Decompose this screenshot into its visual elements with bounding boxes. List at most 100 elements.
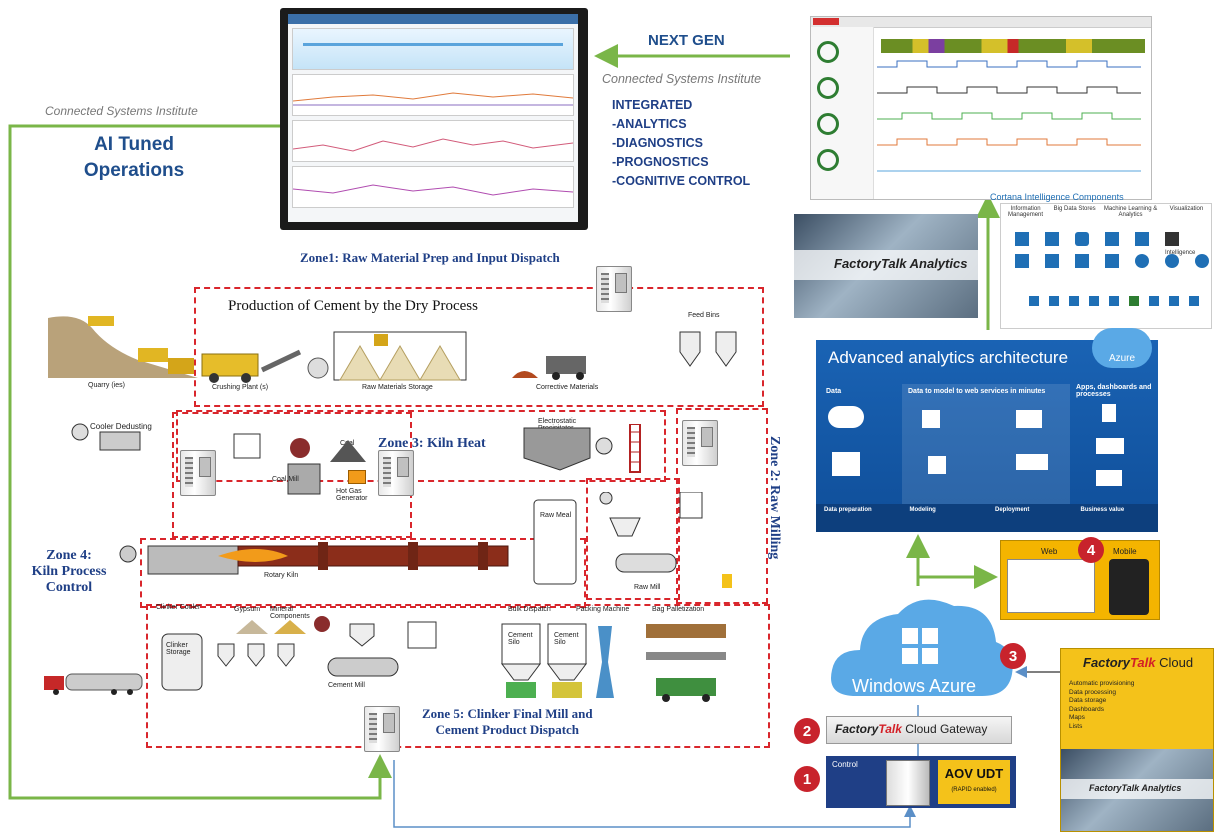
aov-title: AOV UDT (944, 766, 1004, 781)
quarry-label: Quarry (ies) (88, 382, 125, 389)
gypsum-piles (236, 616, 330, 634)
zone3-title: Zone 3: Kiln Heat (378, 436, 486, 451)
cortana-title: Cortana Intelligence Components (990, 192, 1124, 202)
ft-analytics-photo: FactoryTalk Analytics (794, 214, 978, 318)
plc-zone5 (364, 706, 400, 752)
gateway-brand2: Talk (878, 722, 902, 736)
ft-cloud-brand3: Cloud (1159, 655, 1194, 670)
arch-footer-item: Modeling (909, 507, 936, 513)
arch-col-data: Data (826, 388, 842, 395)
badge-1: 1 (794, 766, 820, 792)
zone4-border (140, 538, 586, 608)
hot-gas-generator (348, 470, 366, 484)
ft-cloud-item: Data processing (1069, 688, 1116, 696)
clinker-storage-illustration (161, 633, 203, 691)
zone4-line2: Kiln Process (31, 564, 107, 579)
plc-zone1 (596, 266, 632, 312)
cortana-intel: Intelligence (1165, 250, 1196, 256)
ft-cloud-brand2: Talk (1129, 655, 1156, 670)
azure-cloud-badge: Azure (1092, 328, 1152, 368)
ft-analytics-label: FactoryTalk Analytics (834, 256, 968, 271)
ft-cloud-item: Automatic provisioning (1069, 680, 1135, 687)
zone5-line2: Cement Product Dispatch (435, 722, 580, 737)
zone2-inner-border (586, 478, 680, 600)
cement-mill-label: Cement Mill (328, 682, 365, 689)
cooler-dedusting-illustration (71, 423, 141, 451)
capability-item: -PROGNOSTICS (612, 155, 709, 169)
zone5-line1: Zone 5: Clinker Final Mill and (422, 706, 593, 721)
ai-title-line2: Operations (83, 160, 185, 181)
raw-mill-label: Raw Mill (634, 584, 661, 591)
raw-mill-illustration (599, 492, 703, 573)
aov-sub: (RAPID enabled) (951, 787, 997, 793)
ft-cloud-item: Maps (1069, 714, 1085, 721)
ft-cloud-panel: FactoryTalk Cloud Automatic provisioning… (1060, 648, 1214, 832)
cortana-panel: Information Management Big Data Stores M… (1000, 203, 1212, 329)
raw-storage-label: Raw Materials Storage (362, 384, 433, 391)
plc-zone3 (378, 450, 414, 496)
quarry-illustration (48, 316, 198, 378)
next-gen-label: NEXT GEN (648, 32, 725, 49)
control-panel: Control AOV UDT (RAPID enabled) (826, 756, 1016, 808)
mineral-label: Mineral Components (270, 606, 310, 620)
coal-mill-illustration (233, 433, 366, 495)
packing-label: Packing Machine (576, 606, 630, 613)
badge-4: 4 (1078, 537, 1104, 563)
zone2-border (676, 408, 768, 604)
cortana-col: Big Data Stores (1053, 206, 1096, 212)
capabilities-list: INTEGRATED -ANALYTICS -DIAGNOSTICS -PROG… (612, 96, 750, 191)
ft-cloud-item: Dashboards (1069, 705, 1105, 713)
zone5-title: Zone 5: Clinker Final Mill and Cement Pr… (422, 706, 593, 738)
azure-label: Azure (1108, 353, 1136, 364)
gateway-brand1: Factory (835, 722, 879, 736)
ft-cloud-items: Automatic provisioning Data processing D… (1069, 680, 1213, 731)
zone1-title: Zone1: Raw Material Prep and Input Dispa… (300, 250, 560, 265)
feed-bins-illustration (679, 331, 737, 367)
control-label: Control (832, 760, 858, 769)
badge-3: 3 (1000, 643, 1026, 669)
monitor-screen (288, 14, 578, 222)
monitor-photo (280, 8, 588, 230)
cortana-col: Machine Learning & Analytics (1103, 206, 1158, 218)
cement-mill-illustration (327, 621, 437, 677)
zone1-border (194, 287, 764, 407)
crushing-illustration (201, 349, 329, 383)
arch-footer-item: Data preparation (824, 507, 872, 513)
ai-title-line1: AI Tuned (94, 134, 174, 155)
arch-col-apps: Apps, dashboards and processes (1076, 384, 1152, 398)
capability-item: -DIAGNOSTICS (612, 136, 703, 150)
gypsum-label: Gypsum (234, 606, 261, 613)
ft-cloud-title: FactoryTalk Cloud (1083, 655, 1213, 670)
windows-azure-cloud (831, 599, 1013, 696)
raw-storage-illustration (333, 331, 467, 381)
ai-source-label: Connected Systems Institute (45, 104, 198, 118)
zone4-line3: Control (45, 580, 93, 595)
mobile-label: Mobile (1113, 547, 1137, 556)
arch-footer-item: Business value (1080, 507, 1125, 513)
bag-pallet-label: Bag Palletization (652, 606, 705, 613)
arch-footer-item: Deployment (995, 507, 1030, 513)
analytics-dashboard (810, 16, 1152, 200)
capability-item: -COGNITIVE CONTROL (612, 174, 751, 188)
cooler-dedusting-label: Cooler Dedusting (90, 422, 152, 431)
ft-cloud-brand1: Factory (1083, 655, 1130, 670)
cement-silo-label-2: Cement Silo (554, 632, 579, 646)
feed-bins-label: Feed Bins (688, 312, 720, 319)
precipitator-illustration (523, 424, 641, 473)
ai-tuned-title: AI Tuned Operations (64, 134, 204, 182)
rotary-kiln-illustration (119, 542, 509, 575)
cortana-col: Information Management (1008, 206, 1044, 218)
badge-2: 2 (794, 718, 820, 744)
clinker-storage-label: Clinker Storage (166, 642, 191, 656)
cloud-gateway: FactoryTalk Cloud Gateway (826, 716, 1012, 744)
arch-col-model: Data to model to web services in minutes (908, 388, 1046, 395)
cement-silos (501, 623, 614, 698)
windows-azure-label: Windows Azure (852, 676, 977, 696)
truck-illustration (44, 673, 143, 695)
capability-item: -ANALYTICS (612, 117, 687, 131)
ft-cloud-item: Lists (1069, 722, 1083, 730)
azure-architecture: Advanced analytics architecture Azure Da… (816, 328, 1158, 532)
capability-item: INTEGRATED (612, 98, 693, 112)
crushing-label: Crushing Plant (s) (212, 384, 269, 391)
clinker-cooler-label: Clinker Cooler (156, 604, 201, 611)
